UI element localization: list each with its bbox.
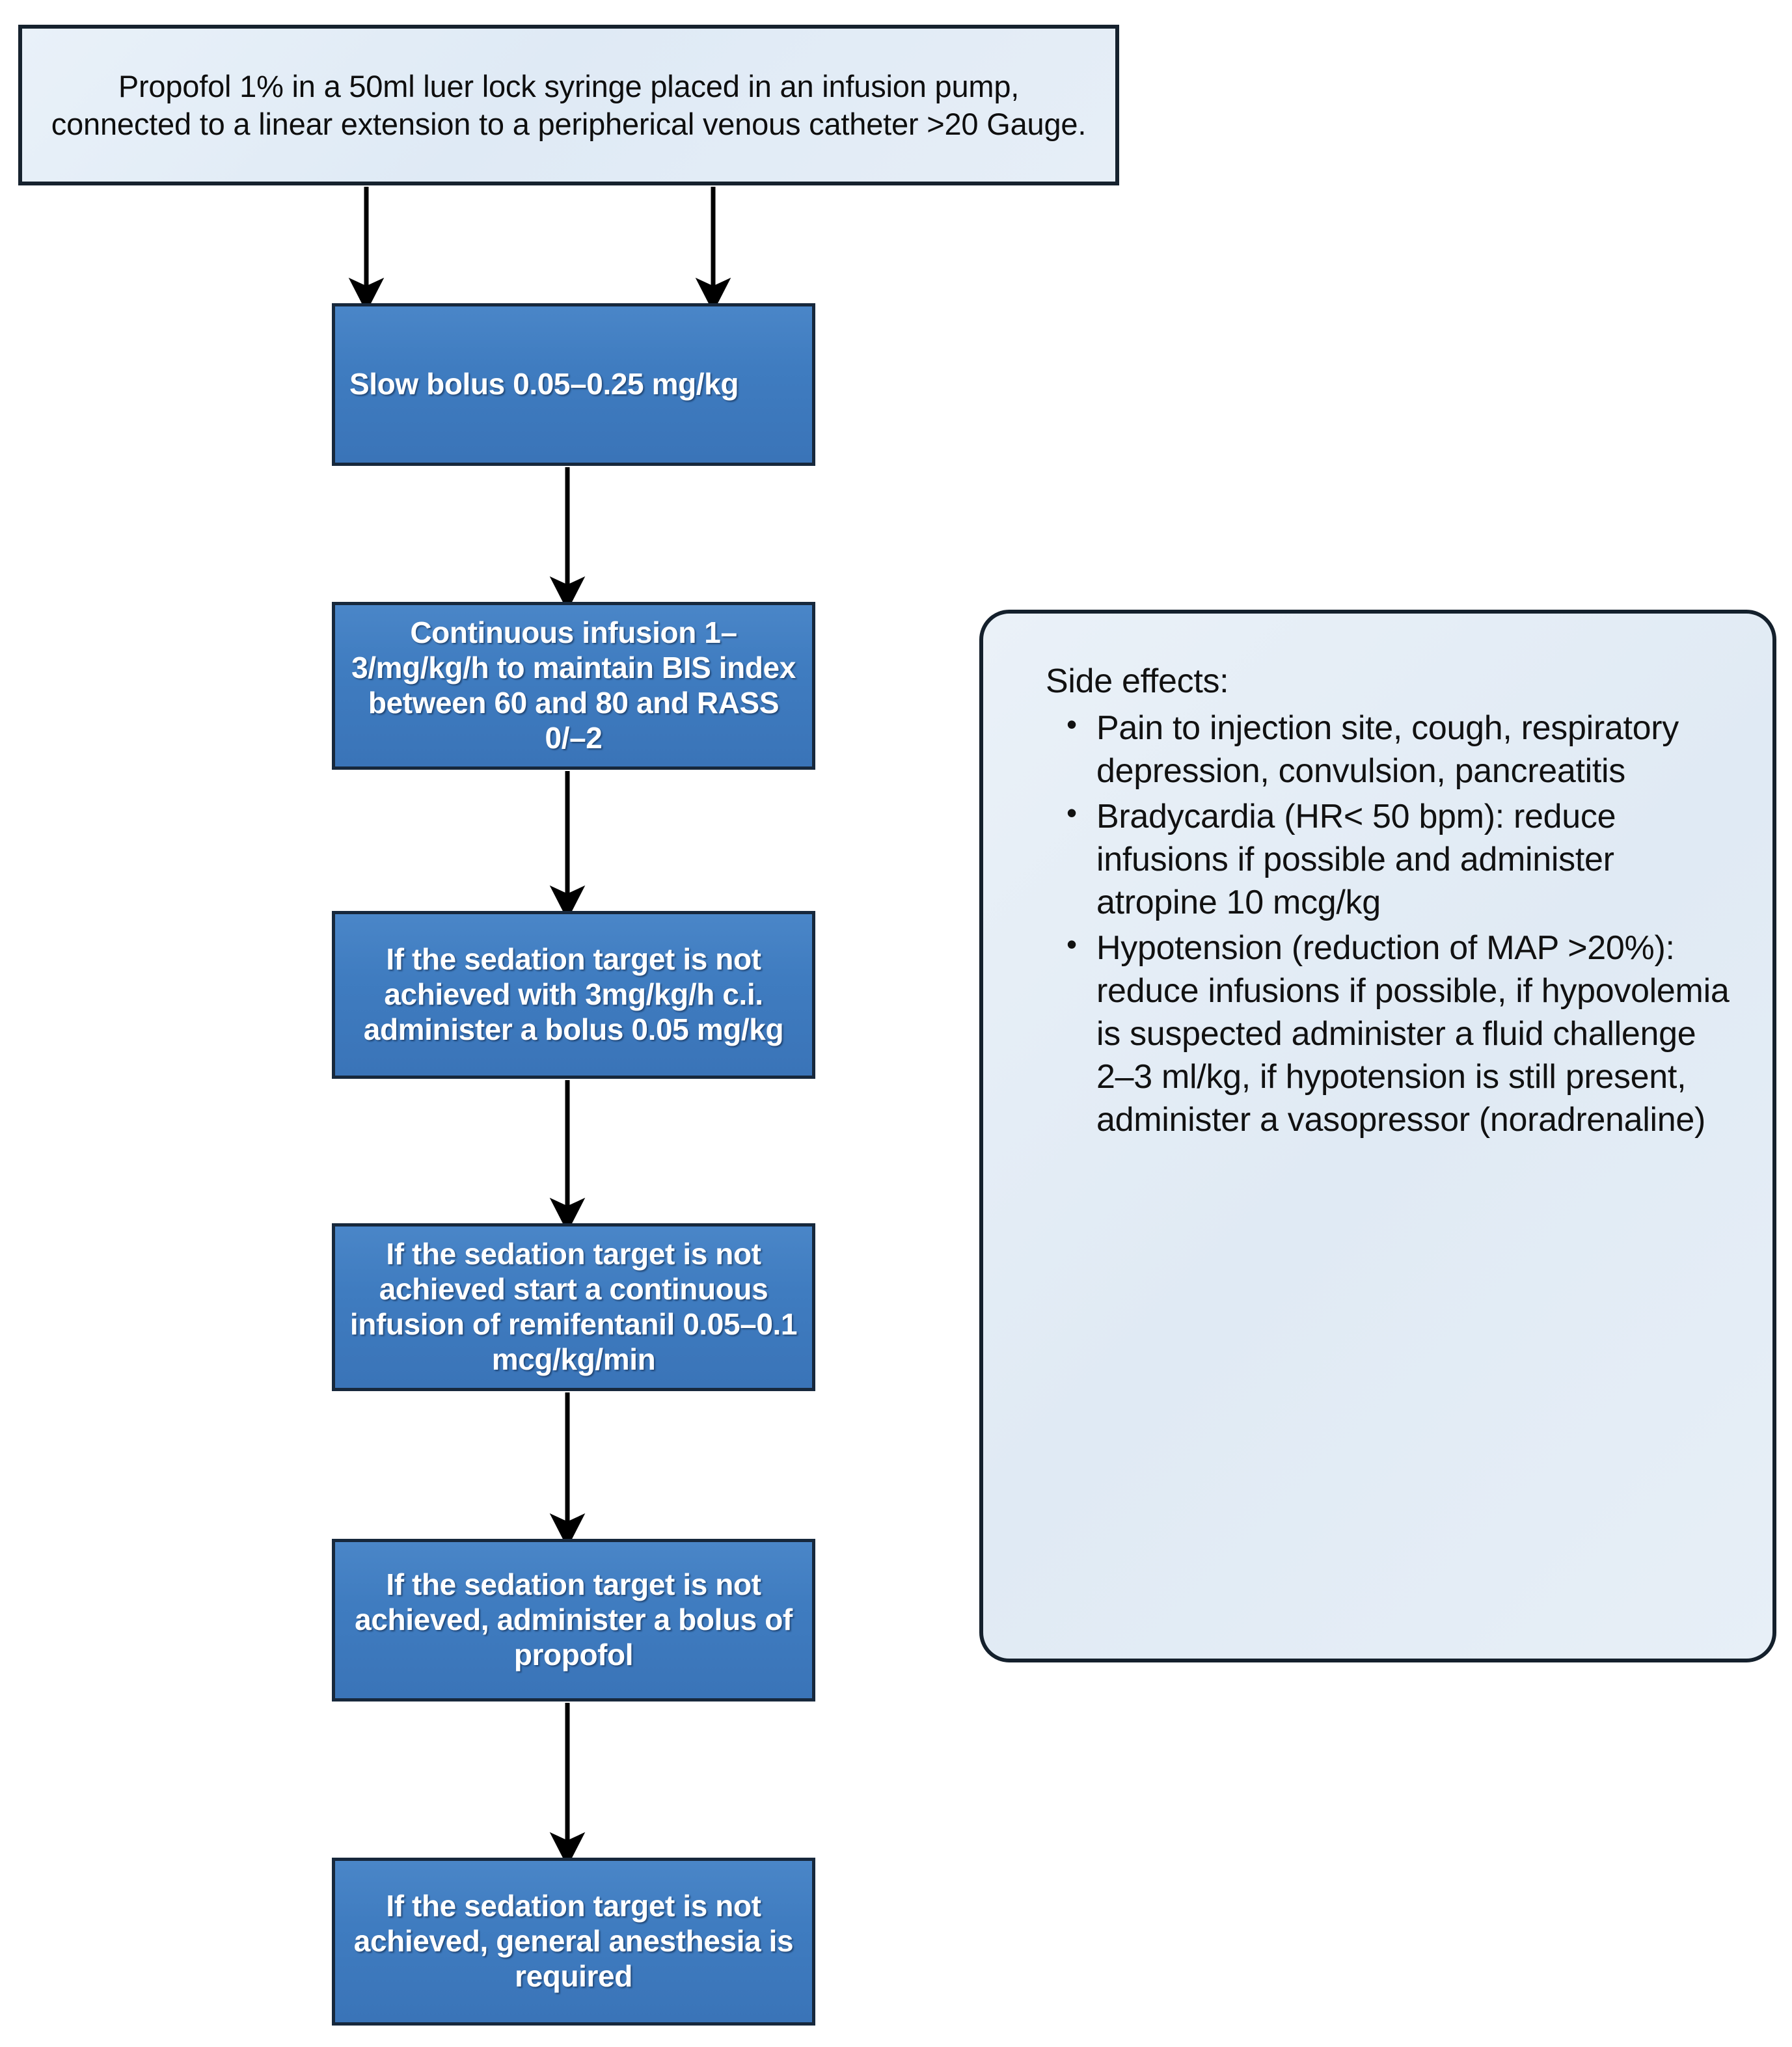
side-effects-panel: Side effects: Pain to injection site, co… (979, 610, 1776, 1662)
process-box-5-text: If the sedation target is not achieved, … (355, 1567, 793, 1672)
header-box-propofol-setup: Propofol 1% in a 50ml luer lock syringe … (18, 25, 1119, 185)
process-box-4-text: If the sedation target is not achieved s… (349, 1237, 798, 1376)
side-effect-item: Bradycardia (HR< 50 bpm): reduce infusio… (1066, 794, 1736, 924)
process-box-remifentanil-infusion: If the sedation target is not achieved s… (332, 1223, 815, 1391)
process-box-continuous-infusion: Continuous infusion 1–3/mg/kg/h to maint… (332, 602, 815, 770)
process-box-2-text: Continuous infusion 1–3/mg/kg/h to maint… (351, 616, 796, 755)
process-box-1-text: Slow bolus 0.05–0.25 mg/kg (349, 367, 739, 401)
side-effect-item: Hypotension (reduction of MAP >20%): red… (1066, 925, 1736, 1141)
process-box-slow-bolus: Slow bolus 0.05–0.25 mg/kg (332, 303, 815, 466)
process-box-6-text: If the sedation target is not achieved, … (353, 1889, 794, 1993)
process-box-general-anesthesia: If the sedation target is not achieved, … (332, 1858, 815, 2026)
process-box-propofol-bolus: If the sedation target is not achieved, … (332, 1539, 815, 1701)
header-box-text: Propofol 1% in a 50ml luer lock syringe … (51, 69, 1087, 141)
side-effect-item: Pain to injection site, cough, respirato… (1066, 705, 1736, 793)
process-box-bolus-if-not-achieved: If the sedation target is not achieved w… (332, 911, 815, 1079)
side-effects-title: Side effects: (1046, 662, 1229, 700)
side-effects-list: Pain to injection site, cough, respirato… (1046, 705, 1736, 1141)
process-box-3-text: If the sedation target is not achieved w… (363, 942, 784, 1046)
